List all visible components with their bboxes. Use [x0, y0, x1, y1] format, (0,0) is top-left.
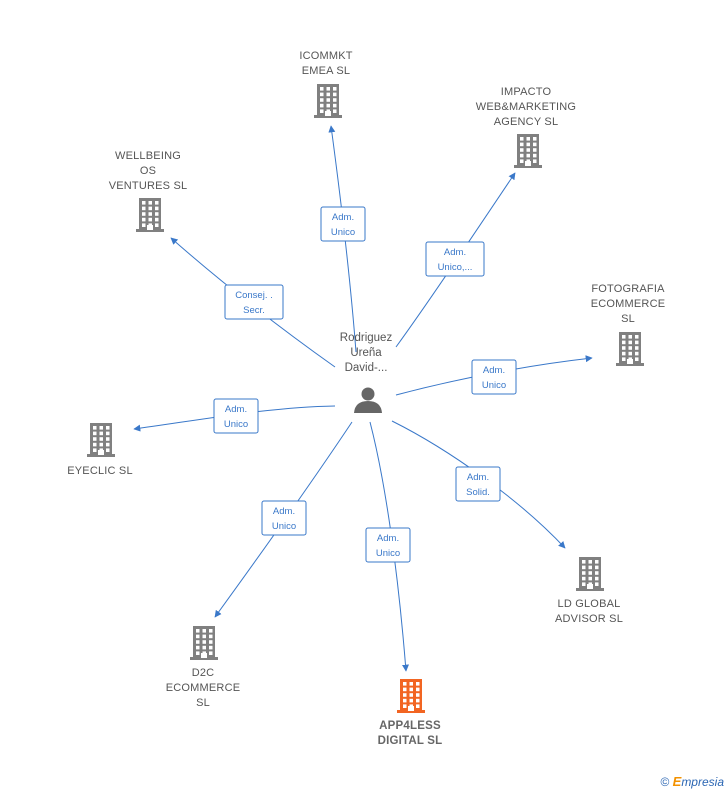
- person-icon: [354, 387, 382, 413]
- edge-role-box: [320, 206, 366, 242]
- edge-role-text: Adm.: [273, 506, 295, 517]
- building-icon: [514, 134, 542, 168]
- edge-role-box: [261, 500, 307, 536]
- company-node-eyeclic[interactable]: EYECLIC SL: [67, 423, 133, 477]
- company-label[interactable]: WELLBEING: [115, 150, 181, 162]
- edge-role-label-fotografia[interactable]: Adm. Unico: [471, 359, 517, 395]
- edge-role-text: Adm.: [483, 365, 505, 376]
- company-node-icommkt[interactable]: ICOMMKT EMEA SL: [299, 50, 353, 118]
- person-node[interactable]: RodriguezUreñaDavid-...: [340, 332, 393, 413]
- empresia-logo: Empresia: [672, 774, 724, 789]
- edge-role-text: Unico: [272, 521, 296, 532]
- edge-role-text: Unico: [482, 380, 506, 391]
- company-label[interactable]: DIGITAL SL: [378, 735, 443, 747]
- edge-role-text: Consej. .: [235, 290, 273, 301]
- company-label[interactable]: VENTURES SL: [109, 180, 188, 192]
- edge-role-text: Solid.: [466, 487, 490, 498]
- edge-role-text: Adm.: [467, 472, 489, 483]
- edge-role-label-icommkt[interactable]: Adm. Unico: [320, 206, 366, 242]
- company-label[interactable]: IMPACTO: [501, 86, 552, 98]
- company-label[interactable]: APP4LESS: [379, 720, 441, 732]
- edge-role-text: Unico: [224, 419, 248, 430]
- company-label[interactable]: SL: [196, 697, 210, 709]
- edge-role-box: [471, 359, 517, 395]
- person-label[interactable]: Ureña: [350, 347, 382, 359]
- edge-role-text: Adm.: [444, 247, 466, 258]
- edge-role-label-ldglobal[interactable]: Adm. Solid.: [455, 466, 501, 502]
- company-label[interactable]: ECOMMERCE: [166, 682, 241, 694]
- company-node-ldglobal[interactable]: LD GLOBAL ADVISOR SL: [555, 557, 623, 625]
- edge-role-text: Unico: [331, 227, 355, 238]
- company-label[interactable]: AGENCY SL: [494, 116, 559, 128]
- company-label[interactable]: ADVISOR SL: [555, 613, 623, 625]
- building-icon: [314, 84, 342, 118]
- edge-role-box: [455, 466, 501, 502]
- edge-role-box: [213, 398, 259, 434]
- building-icon: [87, 423, 115, 457]
- edge-role-box: [425, 241, 485, 277]
- nodes-layer: ICOMMKT EMEA SL IMPACTO WEB&MARKETING AGENCY…: [67, 50, 665, 747]
- copyright-symbol: ©: [660, 775, 670, 789]
- company-label[interactable]: OS: [140, 165, 156, 177]
- edge-role-text: Adm.: [225, 404, 247, 415]
- company-node-fotografia[interactable]: FOTOGRAFIA ECOMMERCE SL: [591, 283, 666, 366]
- empresia-watermark[interactable]: © Empresia: [660, 774, 724, 789]
- edge-role-text: Secr.: [243, 305, 265, 316]
- company-label[interactable]: D2C: [192, 667, 215, 679]
- company-node-d2c[interactable]: D2C ECOMMERCE SL: [166, 626, 241, 709]
- edge-role-text: Unico: [376, 548, 400, 559]
- company-label[interactable]: FOTOGRAFIA: [591, 283, 665, 295]
- company-label[interactable]: SL: [621, 313, 635, 325]
- building-icon: [190, 626, 218, 660]
- edge-role-label-d2c[interactable]: Adm. Unico: [261, 500, 307, 536]
- person-label[interactable]: David-...: [345, 362, 388, 374]
- building-icon: [616, 332, 644, 366]
- edge-line-icommkt: [328, 125, 357, 353]
- edge-role-label-impacto[interactable]: Adm. Unico,...: [425, 241, 485, 277]
- edge-role-box: [365, 527, 411, 563]
- person-label[interactable]: Rodriguez: [340, 332, 393, 344]
- company-label[interactable]: EMEA SL: [302, 65, 350, 77]
- company-node-app4less[interactable]: APP4LESS DIGITAL SL: [378, 679, 443, 747]
- company-label[interactable]: WEB&MARKETING: [476, 101, 576, 113]
- building-icon: [576, 557, 604, 591]
- edge-role-box: [224, 284, 284, 320]
- company-node-wellbeing[interactable]: WELLBEING OS VENTURES SL: [109, 150, 188, 232]
- edge-role-label-app4less[interactable]: Adm. Unico: [365, 527, 411, 563]
- edge-role-label-wellbeing[interactable]: Consej. . Secr.: [224, 284, 284, 320]
- building-icon: [136, 198, 164, 232]
- company-label[interactable]: ECOMMERCE: [591, 298, 666, 310]
- company-node-impacto[interactable]: IMPACTO WEB&MARKETING AGENCY SL: [476, 86, 576, 168]
- company-label[interactable]: EYECLIC SL: [67, 465, 133, 477]
- edge-role-label-eyeclic[interactable]: Adm. Unico: [213, 398, 259, 434]
- company-label[interactable]: LD GLOBAL: [558, 598, 621, 610]
- building-icon: [397, 679, 425, 713]
- company-label[interactable]: ICOMMKT: [299, 50, 352, 62]
- edge-role-text: Adm.: [377, 533, 399, 544]
- edge-role-text: Adm.: [332, 212, 354, 223]
- edge-role-text: Unico,...: [438, 262, 473, 273]
